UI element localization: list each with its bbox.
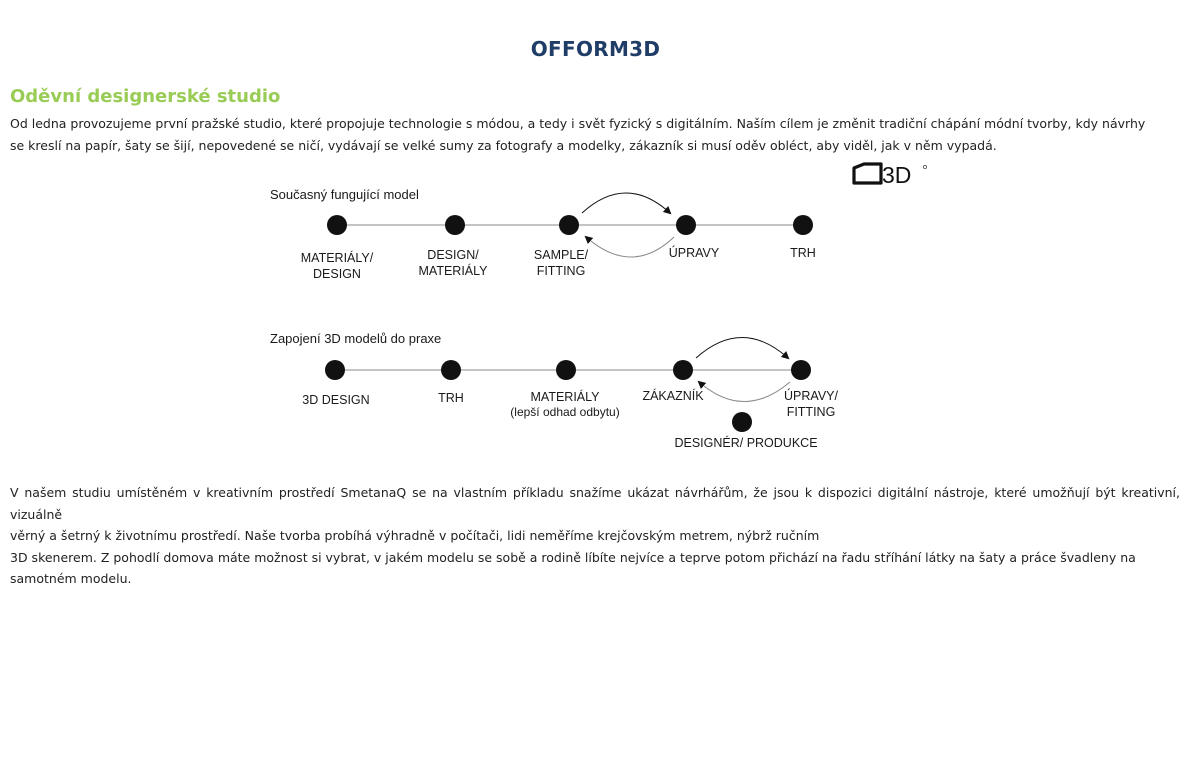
designer-production-node [732,412,752,432]
current-step-label: ÚPRAVY [669,245,720,260]
model-3d-step-label: (lepší odhad odbytu) [510,405,619,419]
model-3d-step-node [673,360,693,380]
current-step-node [676,215,696,235]
process-diagram: Současný fungující model MATERIÁLY/ DESI… [270,187,838,450]
current-step-node [445,215,465,235]
model-3d-step-label: MATERIÁLY [531,389,601,404]
model-3d-step-label: 3D DESIGN [302,393,369,407]
model-3d-back-arrow [697,380,791,402]
current-step-node [559,215,579,235]
model-3d-forward-arrow [695,337,790,360]
ofform-3d-logo-icon: 3D [852,162,927,188]
current-back-arrow [584,235,675,258]
site-title: OFFORM3D [530,37,661,61]
model-3d-step-node [556,360,576,380]
current-step-label: MATERIÁLY [419,263,489,278]
current-forward-arrow [581,192,672,215]
current-step-node [793,215,813,235]
current-step-label: FITTING [537,264,586,278]
current-step-label: DESIGN [313,267,361,281]
model-3d-step-label: ZÁKAZNÍK [642,388,704,403]
section-title: Oděvní designerské studio [10,86,281,107]
current-step-node [327,215,347,235]
model-3d-step-node [441,360,461,380]
current-model-title: Současný fungující model [270,187,419,202]
model-3d-step-node [325,360,345,380]
current-step-label: SAMPLE/ [534,248,589,262]
model-3d-step-node [791,360,811,380]
current-step-label: MATERIÁLY/ [301,250,374,265]
studio-line: věrný a šetrný k životnímu prostředí. Na… [10,528,820,543]
current-step-label: DESIGN/ [427,248,479,262]
model-3d-step-label: TRH [438,391,464,405]
model-3d-title: Zapojení 3D modelů do praxe [270,331,441,346]
designer-production-label: DESIGNÉR/ PRODUKCE [674,435,817,450]
model-3d-step-label: FITTING [787,405,836,419]
intro-line: se kreslí na papír, šaty se šijí, nepove… [10,137,997,153]
intro-line: Od ledna provozujeme první pražské studi… [10,116,1146,131]
studio-line: 3D skenerem. Z pohodlí domova máte možno… [10,549,1136,565]
studio-line: V našem studiu umístěném v kreativním pr… [10,485,1180,522]
current-step-label: TRH [790,246,816,260]
studio-line: samotném modelu. [10,571,132,586]
logo-text: 3D [882,162,911,188]
studio-paragraph: V našem studiu umístěném v kreativním pr… [10,482,1180,590]
intro-paragraph: Od ledna provozujeme první pražské studi… [10,113,1180,156]
model-3d-step-label: ÚPRAVY/ [784,388,838,403]
